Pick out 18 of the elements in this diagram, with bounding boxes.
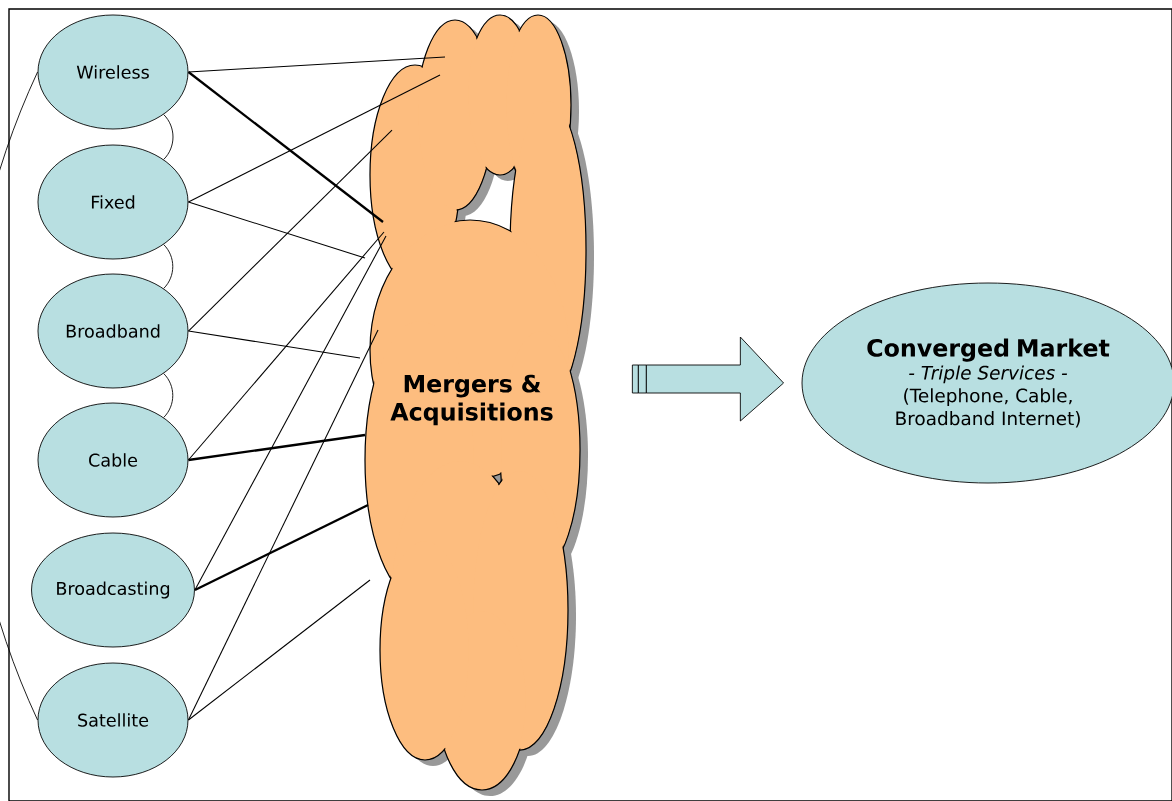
- connector-line: [187, 231, 385, 461]
- curved-connector: [163, 114, 174, 160]
- connector-line: [187, 201, 366, 259]
- curved-connector: [163, 373, 174, 418]
- connector-line: [194, 504, 369, 592]
- connector-line: [194, 235, 387, 591]
- block-arrow: [631, 336, 784, 422]
- cloud: Mergers & Acquisitions: [364, 14, 594, 796]
- connector-line: [187, 74, 441, 203]
- connector-line: [187, 330, 361, 359]
- connector-line: [187, 129, 393, 332]
- connector-line: [188, 433, 366, 462]
- curved-connector: [163, 244, 174, 289]
- connector-line: [187, 56, 446, 73]
- connector-line: [187, 71, 384, 223]
- curved-connector: [0, 71, 38, 721]
- connector-line: [187, 579, 371, 721]
- connector-line: [187, 329, 379, 721]
